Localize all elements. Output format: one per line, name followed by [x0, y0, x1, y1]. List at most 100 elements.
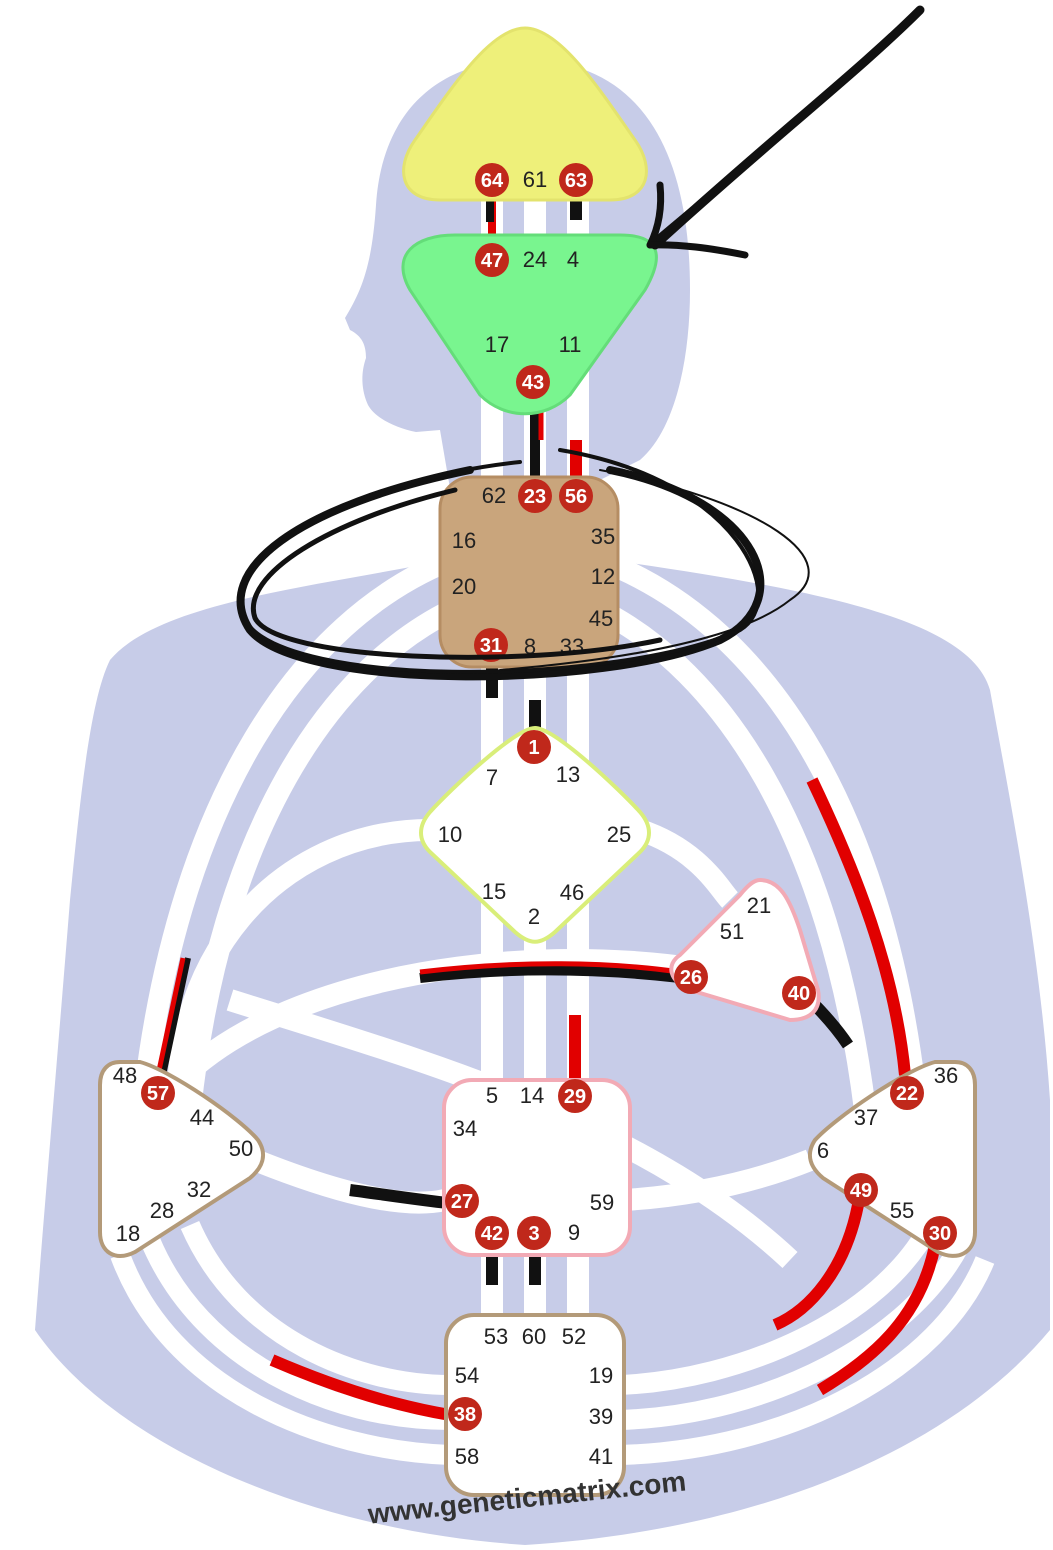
gate-60: 60	[522, 1324, 546, 1349]
gate-56: 56	[559, 479, 593, 513]
gate-number: 52	[562, 1324, 586, 1349]
gate-18: 18	[116, 1221, 140, 1246]
gate-number: 40	[788, 983, 810, 1005]
gate-number: 61	[523, 167, 547, 192]
gate-active-marker	[141, 1076, 175, 1110]
gate-number: 55	[890, 1198, 914, 1223]
gate-46: 46	[560, 880, 584, 905]
gate-14: 14	[520, 1083, 544, 1108]
sacral-center	[442, 1078, 632, 1257]
activation-22	[806, 777, 911, 1076]
gate-27: 27	[445, 1184, 479, 1218]
gate-24: 24	[523, 247, 547, 272]
gate-28: 28	[150, 1198, 174, 1223]
gate-active-marker	[559, 163, 593, 197]
gate-number: 58	[455, 1444, 479, 1469]
gate-number: 43	[522, 372, 544, 394]
gate-number: 59	[590, 1190, 614, 1215]
gate-21: 21	[747, 893, 771, 918]
gate-number: 22	[896, 1083, 918, 1105]
gate-number: 16	[452, 528, 476, 553]
gate-10: 10	[438, 822, 462, 847]
gate-50: 50	[229, 1136, 253, 1161]
gate-44: 44	[190, 1105, 214, 1130]
gate-11: 11	[559, 332, 582, 357]
gate-number: 14	[520, 1083, 544, 1108]
gate-55: 55	[890, 1198, 914, 1223]
gate-26: 26	[674, 960, 708, 994]
gate-25: 25	[607, 822, 631, 847]
gate-number: 24	[523, 247, 547, 272]
gate-number: 37	[854, 1105, 878, 1130]
gate-63: 63	[559, 163, 593, 197]
gate-number: 2	[528, 904, 540, 929]
gate-number: 5	[486, 1083, 498, 1108]
gate-number: 15	[482, 879, 506, 904]
gate-number: 7	[486, 765, 498, 790]
gate-number: 23	[524, 486, 546, 508]
gate-39: 39	[589, 1404, 613, 1429]
gate-number: 45	[589, 606, 613, 631]
gate-active-marker	[474, 628, 508, 662]
gate-number: 6	[817, 1138, 829, 1163]
gate-number: 11	[559, 332, 582, 357]
gate-35: 35	[591, 524, 615, 549]
gate-active-marker	[844, 1173, 878, 1207]
gate-37: 37	[854, 1105, 878, 1130]
gate-number: 64	[481, 170, 504, 192]
gate-active-marker	[558, 1079, 592, 1113]
gate-5: 5	[486, 1083, 498, 1108]
gate-active-marker	[475, 163, 509, 197]
gate-number: 35	[591, 524, 615, 549]
gate-number: 9	[568, 1220, 580, 1245]
gate-active-marker	[445, 1184, 479, 1218]
gate-number: 30	[929, 1223, 951, 1245]
gate-12: 12	[591, 564, 615, 589]
gate-31: 31	[474, 628, 508, 662]
gate-active-marker	[517, 1216, 551, 1250]
gate-32: 32	[187, 1177, 211, 1202]
gate-number: 57	[147, 1083, 169, 1105]
gate-number: 48	[113, 1063, 137, 1088]
gate-29: 29	[558, 1079, 592, 1113]
gate-number: 42	[481, 1223, 503, 1245]
heart-center	[669, 877, 821, 1023]
gate-active-marker	[559, 479, 593, 513]
gate-active-marker	[475, 1216, 509, 1250]
gate-2: 2	[528, 904, 540, 929]
pen-arrow-annotation	[646, 5, 925, 259]
gate-number: 63	[565, 170, 587, 192]
gate-number: 36	[934, 1063, 958, 1088]
gate-number: 26	[680, 967, 702, 989]
gate-59: 59	[590, 1190, 614, 1215]
gate-40: 40	[782, 976, 816, 1010]
gate-36: 36	[934, 1063, 958, 1088]
spleen-center	[98, 1060, 266, 1258]
gate-active-marker	[516, 365, 550, 399]
gate-number: 46	[560, 880, 584, 905]
gate-49: 49	[844, 1173, 878, 1207]
gate-3: 3	[517, 1216, 551, 1250]
gate-43: 43	[516, 365, 550, 399]
gate-number: 12	[591, 564, 615, 589]
g-center	[419, 725, 651, 944]
gate-22: 22	[890, 1076, 924, 1110]
activation-57	[159, 957, 191, 1081]
gate-number: 10	[438, 822, 462, 847]
gate-number: 28	[150, 1198, 174, 1223]
gate-47: 47	[475, 243, 509, 277]
gate-53: 53	[484, 1324, 508, 1349]
activation-26	[419, 965, 681, 983]
gate-number: 13	[556, 762, 580, 787]
gate-52: 52	[562, 1324, 586, 1349]
pen-circle-annotation	[236, 448, 810, 681]
gate-number: 4	[567, 247, 579, 272]
gate-45: 45	[589, 606, 613, 631]
gate-active-marker	[517, 730, 551, 764]
gate-active-marker	[448, 1397, 482, 1431]
head-center	[402, 26, 648, 202]
gate-19: 19	[589, 1363, 613, 1388]
solar-plexus-center	[807, 1060, 977, 1258]
